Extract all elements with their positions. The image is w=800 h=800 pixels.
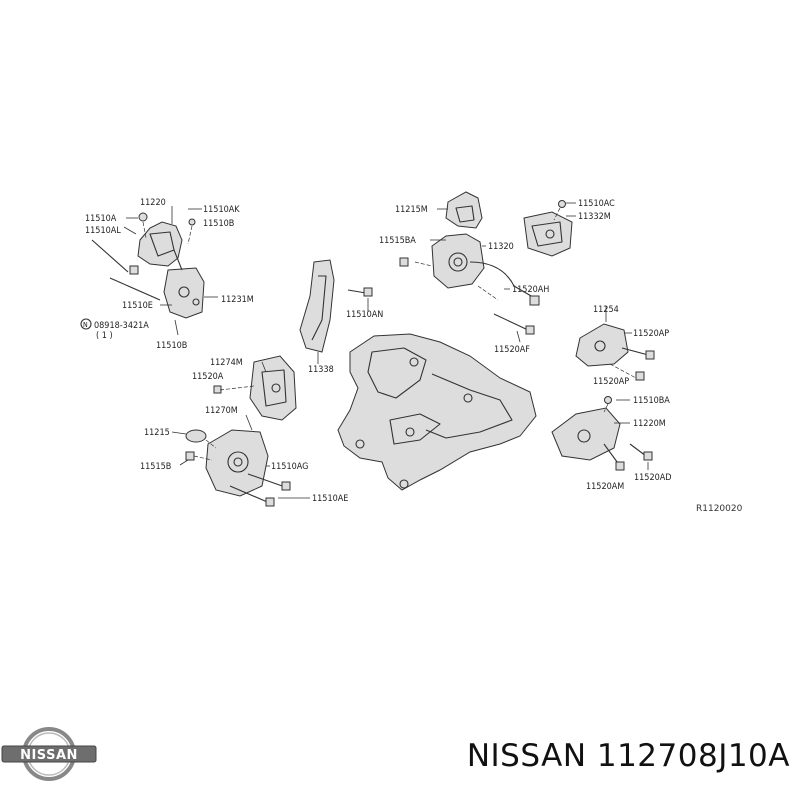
label-11220: 11220 (140, 198, 166, 208)
center-bracket-11338 (299, 259, 373, 364)
label-11520am: 11520AM (586, 482, 624, 492)
label-11220m: 11220M (633, 419, 666, 429)
label-qty-1: ( 1 ) (96, 331, 113, 341)
label-11510al: 11510AL (85, 226, 121, 236)
label-11338: 11338 (308, 365, 334, 375)
label-11510b: 11510B (203, 219, 234, 229)
label-08918-3421a: 08918-3421A (94, 321, 149, 331)
label-11215: 11215 (144, 428, 170, 438)
label-11510ae: 11510AE (312, 494, 348, 504)
label-11510ag: 11510AG (271, 462, 308, 472)
label-11515b: 11515B (140, 462, 171, 472)
label-11510an: 11510AN (346, 310, 383, 320)
label-11515ba: 11515BA (379, 236, 416, 246)
label-11215m: 11215M (395, 205, 428, 215)
label-11510ac: 11510AC (578, 199, 615, 209)
nissan-logo-icon: NISSAN (1, 727, 97, 781)
part-labels: 11220 11510AK 11510A 11510B 11510AL 1123… (80, 198, 743, 514)
label-11510b-2: 11510B (156, 341, 187, 351)
logo-text: NISSAN (20, 748, 78, 763)
svg-text:N: N (83, 321, 88, 329)
engine-mount-right (551, 306, 655, 471)
label-11520af: 11520AF (494, 345, 530, 355)
engine-mount-rear-left (171, 355, 310, 507)
label-11520ah: 11520AH (512, 285, 549, 295)
label-11510e: 11510E (122, 301, 153, 311)
label-11320: 11320 (488, 242, 514, 252)
label-11520ap-2: 11520AP (593, 377, 629, 387)
label-11231m: 11231M (221, 295, 254, 305)
label-11520a: 11520A (192, 372, 224, 382)
front-crossmember (337, 333, 537, 491)
label-11510ba: 11510BA (633, 396, 670, 406)
label-11520ap: 11520AP (633, 329, 669, 339)
engine-mount-front-center (399, 191, 540, 343)
diagram-reference-code: R1120020 (696, 504, 743, 514)
label-11254: 11254 (593, 305, 619, 315)
label-11274m: 11274M (210, 358, 243, 368)
label-11510a: 11510A (85, 214, 117, 224)
engine-mount-front-left (91, 206, 218, 336)
label-11520ad: 11520AD (634, 473, 672, 483)
label-11332m: 11332M (578, 212, 611, 222)
mount-bracket-right (523, 200, 576, 257)
label-11270m: 11270M (205, 406, 238, 416)
part-number-title: NISSAN 112708J10A (466, 738, 790, 774)
label-11510ak: 11510AK (203, 205, 240, 215)
n-marker-icon (80, 318, 92, 330)
